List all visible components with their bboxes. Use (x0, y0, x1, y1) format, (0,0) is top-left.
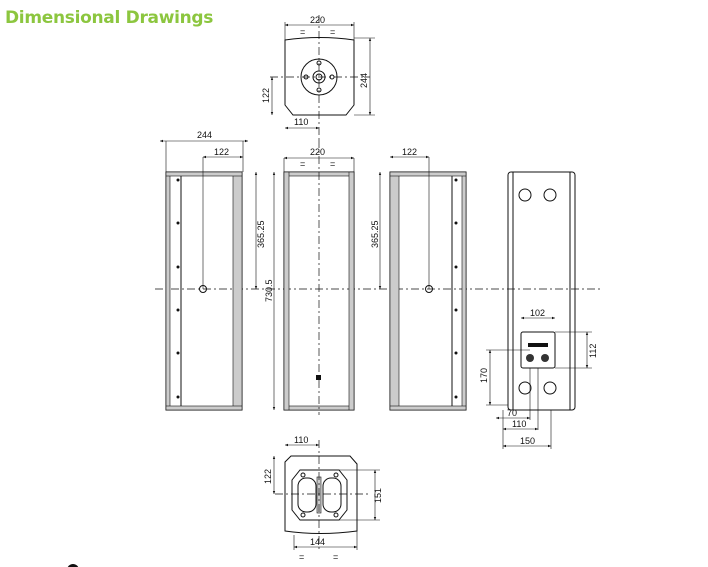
dim-side2-half-height: 365.25 (370, 220, 380, 248)
dim-bottom-bracket-width: 144 (310, 537, 325, 547)
dim-side-half-height: 365.25 (256, 220, 266, 248)
dim-rear-70: 70 (507, 408, 517, 418)
bottom-view: 110 122 151 144 = = (263, 435, 383, 562)
front-view: 220 = = 730.5 (264, 140, 355, 415)
top-view: 220 = = 244 122 110 (261, 15, 375, 140)
equal-mark: = (330, 159, 335, 169)
rear-view: 102 112 170 70 110 150 (479, 171, 598, 449)
dim-top-width: 220 (310, 15, 325, 25)
dim-rear-panel-bottom: 170 (479, 368, 489, 383)
dim-top-half-depth: 122 (261, 88, 271, 103)
bullet-icon (67, 564, 79, 567)
equal-mark: = (300, 159, 305, 169)
equal-mark: = (299, 552, 304, 562)
section-title: Dimensional Drawings (5, 8, 214, 28)
dim-side-half-depth: 122 (214, 147, 229, 157)
side-view-right: 122 365.25 (370, 147, 467, 411)
dim-top-half-width: 110 (294, 117, 308, 127)
side-view-left: 244 122 365.25 (160, 130, 266, 411)
equal-mark: = (330, 27, 335, 37)
dim-rear-panel-height: 112 (588, 344, 598, 358)
dim-bottom-half-width: 110 (294, 435, 308, 445)
dim-bottom-bracket-height: 151 (373, 488, 383, 503)
dim-bottom-half-depth: 122 (263, 469, 273, 484)
equal-mark: = (333, 552, 338, 562)
dim-rear-110: 110 (512, 419, 526, 429)
dim-rear-150: 150 (520, 436, 535, 446)
dim-rear-panel-width: 102 (530, 308, 545, 318)
dim-front-width: 220 (310, 147, 325, 157)
equal-mark: = (300, 27, 305, 37)
dim-front-height: 730.5 (264, 279, 274, 302)
dim-side-depth: 244 (197, 130, 212, 140)
dim-side2-half-depth: 122 (402, 147, 417, 157)
dim-top-depth: 244 (359, 73, 369, 88)
